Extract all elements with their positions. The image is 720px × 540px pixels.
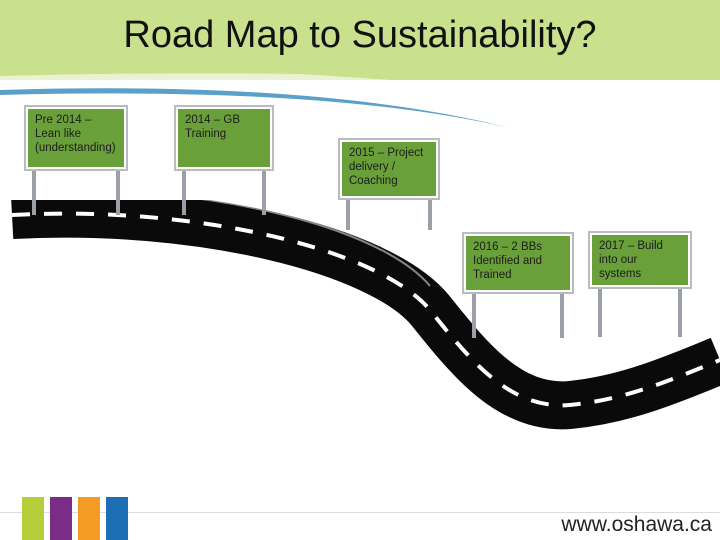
sign-board-label: 2014 – GB Training xyxy=(176,107,272,169)
roadmap-sign-2014: 2014 – GB Training xyxy=(176,107,272,217)
sign-board-label: 2015 – Project delivery / Coaching xyxy=(340,140,438,198)
brand-bar-orange xyxy=(78,497,100,540)
sign-board-label: Pre 2014 – Lean like (understanding) xyxy=(26,107,126,169)
title-banner xyxy=(0,0,720,80)
footer-url: www.oshawa.ca xyxy=(561,513,712,536)
brand-bar-blue xyxy=(106,497,128,540)
banner-swoosh xyxy=(0,73,560,128)
footer-divider xyxy=(0,512,720,513)
roadmap-sign-2015: 2015 – Project delivery / Coaching xyxy=(340,140,438,230)
roadmap-sign-2017: 2017 – Build into our systems xyxy=(590,233,690,337)
roadmap-sign-pre-2014: Pre 2014 – Lean like (understanding) xyxy=(26,107,126,217)
sign-board-label: 2017 – Build into our systems xyxy=(590,233,690,287)
brand-bar-green xyxy=(22,497,44,540)
roadmap-sign-2016: 2016 – 2 BBs Identified and Trained xyxy=(464,234,572,338)
brand-bar-purple xyxy=(50,497,72,540)
page-title: Road Map to Sustainability? xyxy=(123,14,597,56)
sign-board-label: 2016 – 2 BBs Identified and Trained xyxy=(464,234,572,292)
winding-road xyxy=(11,200,720,430)
